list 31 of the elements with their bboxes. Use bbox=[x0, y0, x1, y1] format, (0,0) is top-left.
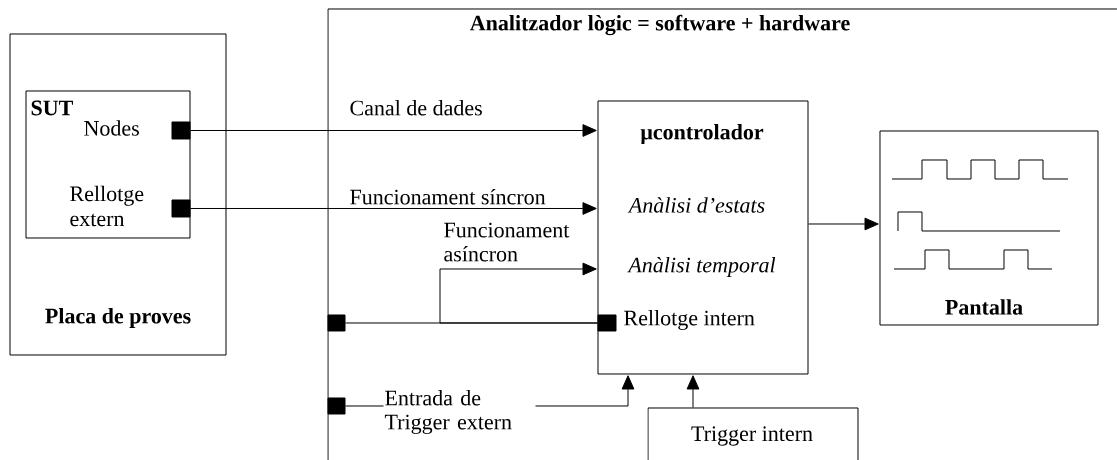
system-box bbox=[25, 90, 191, 239]
arrow bbox=[190, 124, 597, 137]
trigger-box bbox=[647, 407, 859, 460]
analyzer-frame bbox=[327, 8, 1117, 460]
arrow bbox=[686, 375, 700, 408]
arrow bbox=[190, 202, 597, 215]
frame-title: Analitzador lògic = software + hardware bbox=[470, 14, 850, 36]
board-label: Placa de proves bbox=[45, 308, 191, 328]
display-box bbox=[879, 130, 1099, 326]
edge-label: Entrada de Trigger extern bbox=[383, 389, 536, 435]
edge-label: Funcionament asíncron bbox=[442, 221, 575, 263]
port-label: Rellotge intern bbox=[624, 310, 755, 330]
port-square bbox=[171, 199, 191, 218]
port-square bbox=[597, 314, 617, 332]
port-label: Rellotge extern bbox=[70, 185, 144, 227]
port-square bbox=[327, 314, 346, 332]
arrow bbox=[808, 217, 879, 231]
function-label: Anàlisi d’estats bbox=[627, 197, 765, 213]
edge-label: Funcionament síncron bbox=[348, 188, 547, 206]
controller-box bbox=[597, 100, 809, 375]
edge-label: Canal de dades bbox=[348, 99, 484, 117]
box-title: μcontrolador bbox=[640, 124, 764, 144]
arrow bbox=[439, 262, 598, 324]
box-title: SUT bbox=[31, 100, 73, 116]
function-label: Anàlisi temporal bbox=[627, 257, 776, 277]
port-label: Nodes bbox=[84, 120, 139, 136]
box-title: Pantalla bbox=[945, 299, 1023, 315]
port-square bbox=[327, 397, 346, 415]
port-square bbox=[171, 121, 191, 140]
board-box bbox=[9, 33, 227, 356]
box-label: Trigger intern bbox=[691, 426, 813, 446]
